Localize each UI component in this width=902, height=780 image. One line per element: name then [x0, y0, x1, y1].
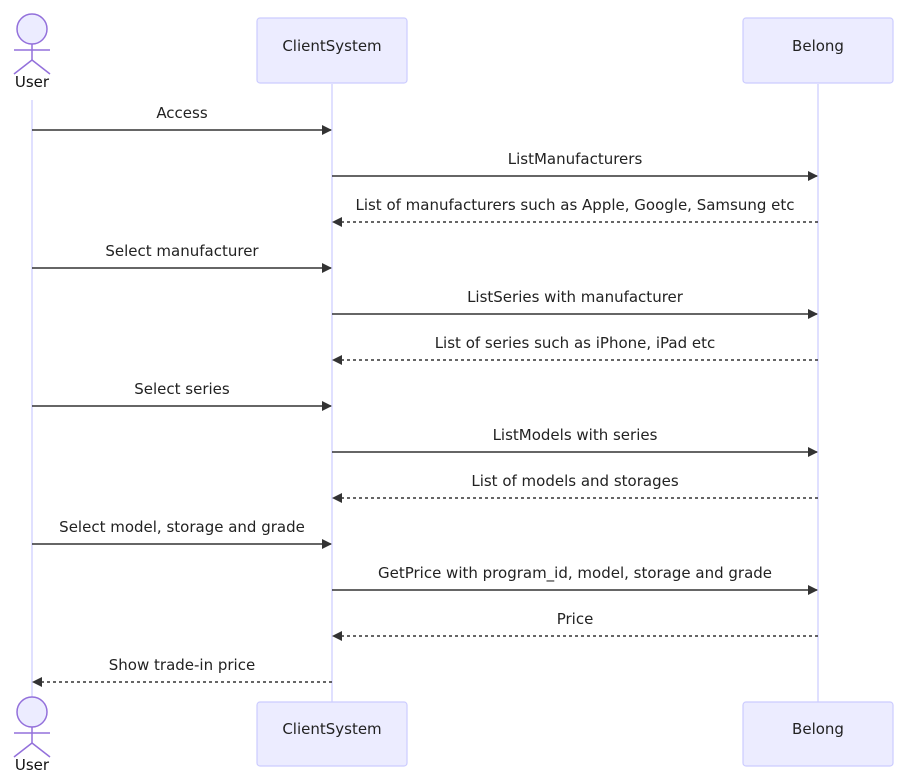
clientsystem-label-top: ClientSystem [282, 37, 381, 55]
belong-box-top: Belong [742, 17, 894, 84]
message-label: Price [557, 610, 594, 628]
message-11: GetPrice with program_id, model, storage… [332, 564, 818, 595]
message-2: ListManufacturers [332, 150, 818, 181]
message-label: List of manufacturers such as Apple, Goo… [355, 196, 794, 214]
message-6: List of series such as iPhone, iPad etc [332, 334, 818, 365]
message-label: GetPrice with program_id, model, storage… [378, 564, 772, 583]
user-label-bottom: User [15, 756, 50, 774]
clientsystem-box-top: ClientSystem [256, 17, 408, 84]
message-4: Select manufacturer [32, 242, 332, 273]
belong-label-bottom: Belong [792, 720, 844, 738]
message-1: Access [32, 104, 332, 135]
user-actor-bottom: User [13, 696, 51, 774]
message-label: List of models and storages [471, 472, 678, 490]
message-12: Price [332, 610, 818, 641]
message-9: List of models and storages [332, 472, 818, 503]
message-label: ListModels with series [493, 426, 658, 444]
message-5: ListSeries with manufacturer [332, 288, 818, 319]
message-8: ListModels with series [332, 426, 818, 457]
message-label: ListSeries with manufacturer [467, 288, 684, 306]
user-actor-top: User [13, 13, 51, 91]
message-label: Access [156, 104, 208, 122]
message-label: Show trade-in price [109, 656, 255, 674]
message-label: ListManufacturers [508, 150, 643, 168]
user-actor-head [16, 696, 48, 728]
clientsystem-label-bottom: ClientSystem [282, 720, 381, 738]
message-label: Select series [134, 380, 230, 398]
belong-label-top: Belong [792, 37, 844, 55]
clientsystem-box-bottom: ClientSystem [256, 701, 408, 767]
message-7: Select series [32, 380, 332, 411]
message-3: List of manufacturers such as Apple, Goo… [332, 196, 818, 227]
message-13: Show trade-in price [32, 656, 332, 687]
message-label: List of series such as iPhone, iPad etc [435, 334, 716, 352]
message-label: Select model, storage and grade [59, 518, 305, 536]
message-label: Select manufacturer [105, 242, 259, 260]
user-actor-head [16, 13, 48, 45]
user-label-top: User [15, 73, 50, 91]
belong-box-bottom: Belong [742, 701, 894, 767]
message-10: Select model, storage and grade [32, 518, 332, 549]
